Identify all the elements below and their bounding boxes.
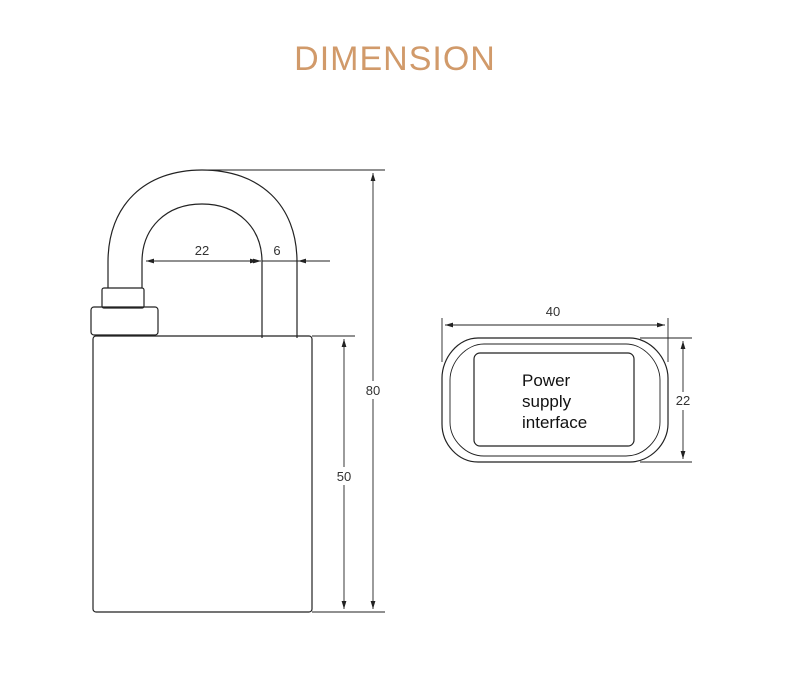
- dimension-22-height: 22: [640, 337, 695, 463]
- dimension-label: 50: [337, 469, 351, 484]
- port-housing-inner: [449, 343, 661, 457]
- dimension-label: 22: [195, 243, 209, 258]
- port-housing: [441, 337, 669, 463]
- port-label-line3: interface: [522, 413, 587, 432]
- port-label-line1: Power: [522, 371, 571, 390]
- dimension-label: 22: [676, 393, 690, 408]
- dimension-label: 80: [366, 383, 380, 398]
- lock-body: [92, 335, 313, 613]
- padlock-drawing: [90, 169, 313, 613]
- page-title: DIMENSION: [294, 40, 496, 78]
- dimension-40-width: 40: [441, 304, 669, 362]
- dimension-label: 40: [546, 304, 560, 319]
- dimension-22-width: 22: [146, 243, 258, 264]
- shackle-base: [90, 306, 159, 336]
- dimension-6-thickness: 6: [250, 243, 330, 264]
- power-port-drawing: Power supply interface: [441, 337, 669, 463]
- dimension-80-height: 80: [364, 173, 384, 609]
- dimension-50-height: 50: [334, 339, 354, 609]
- dimension-label: 6: [273, 243, 280, 258]
- port-label-line2: supply: [522, 392, 572, 411]
- power-supply-interface: [473, 352, 635, 447]
- shackle-collar: [101, 287, 145, 309]
